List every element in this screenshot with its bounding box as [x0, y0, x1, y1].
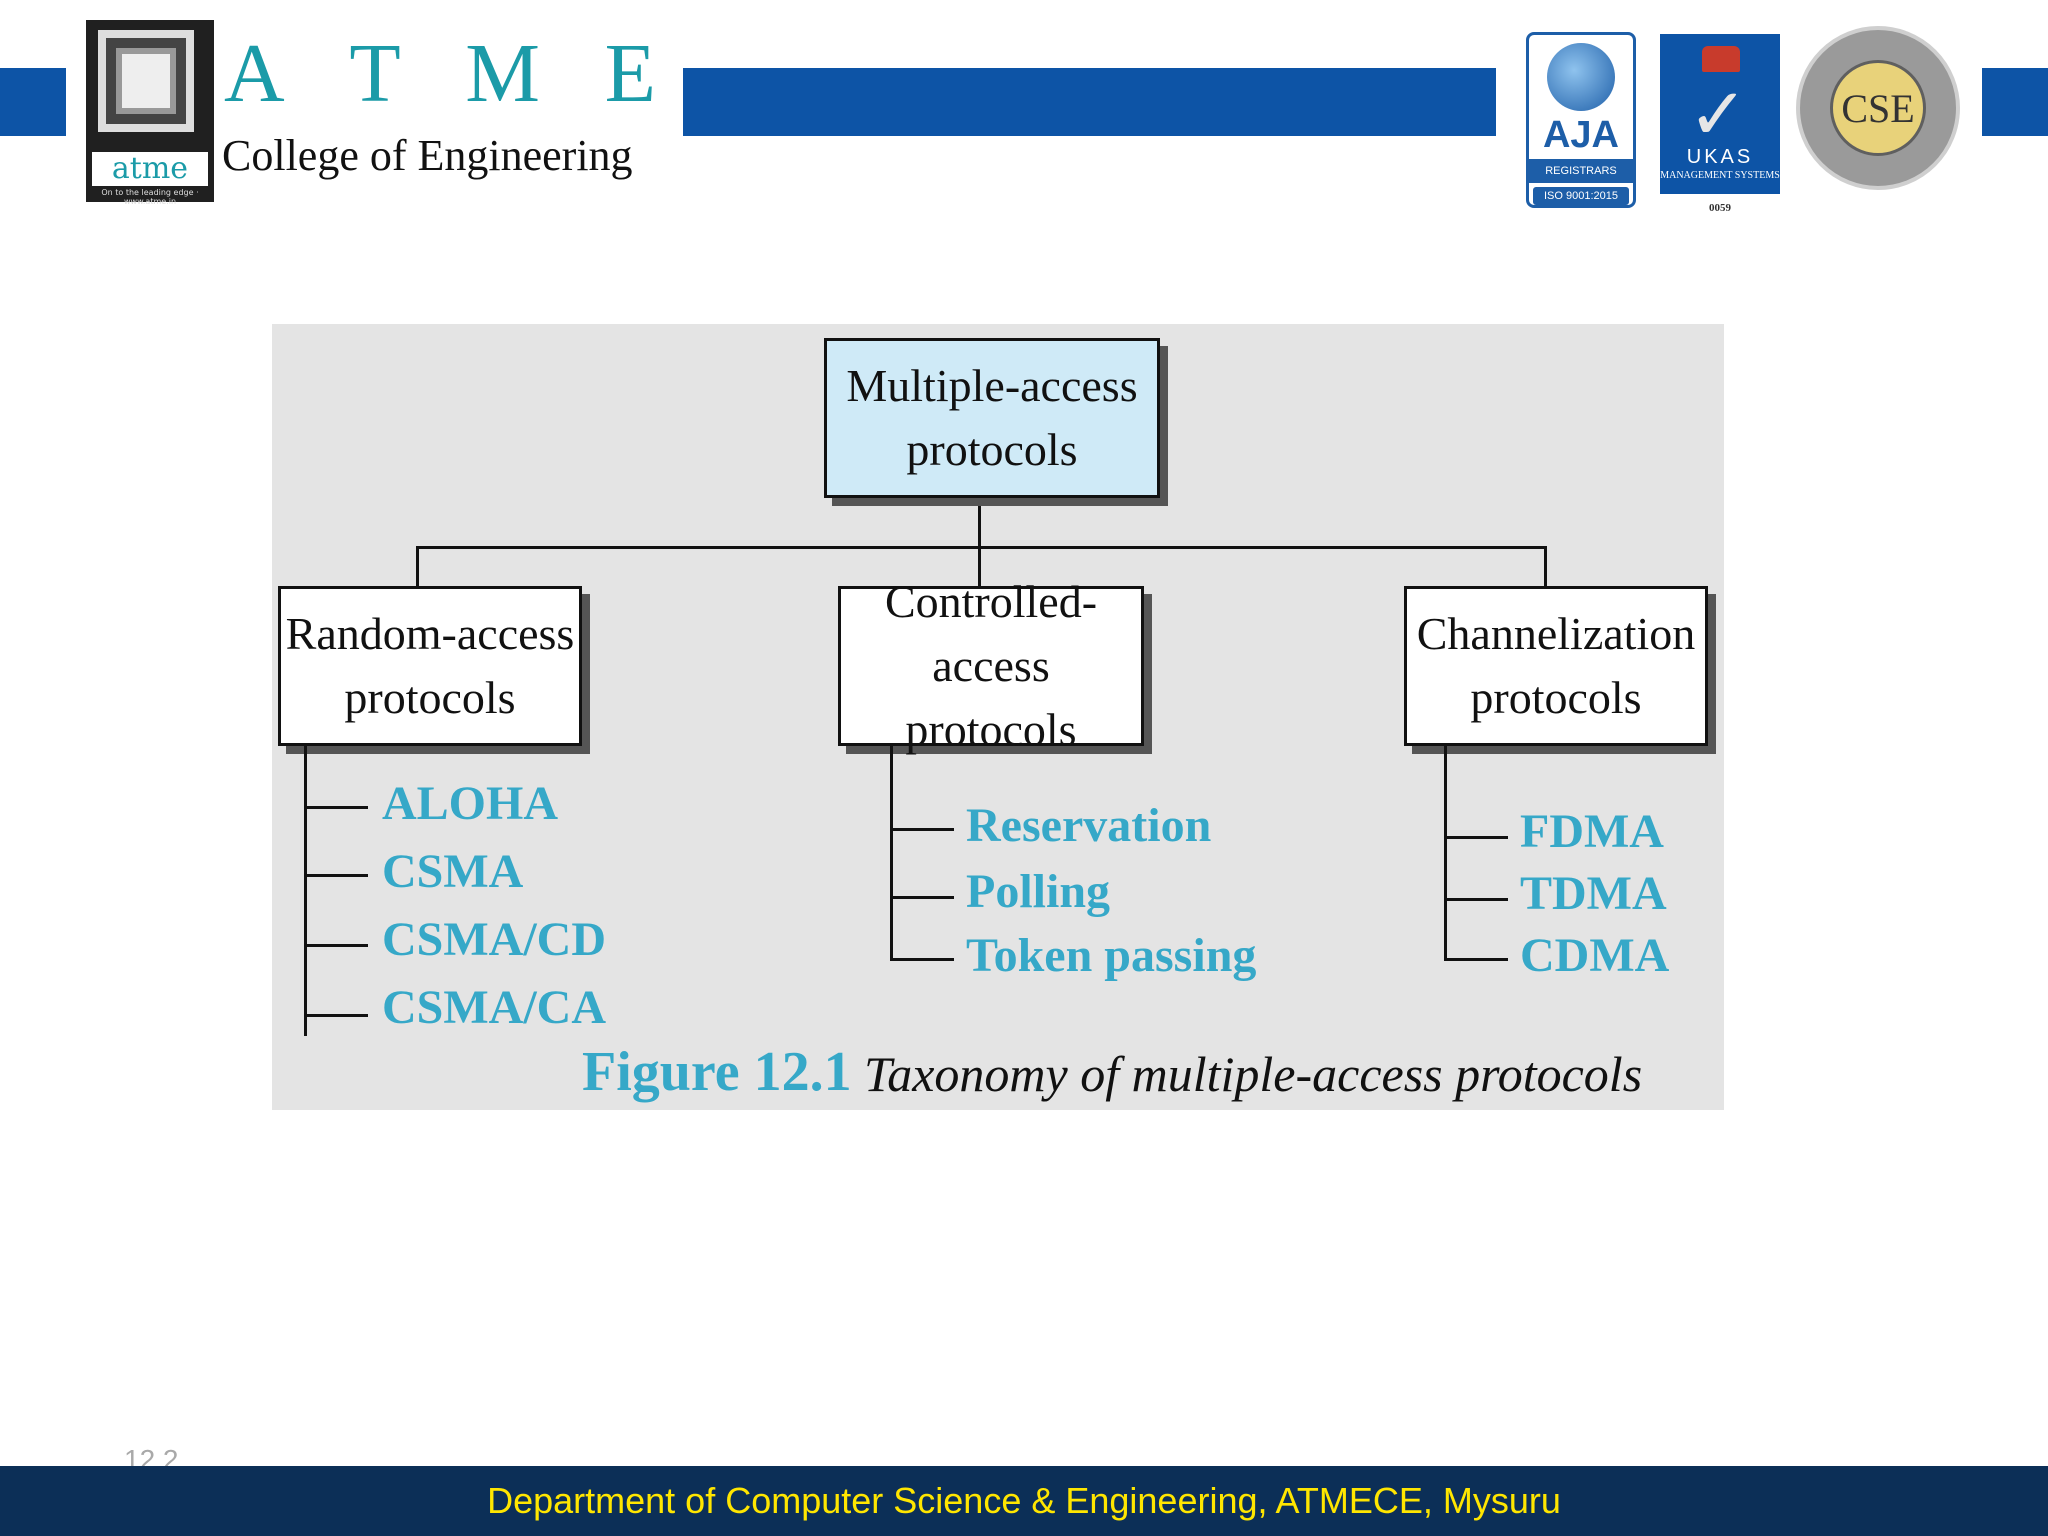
root-box: Multiple-access protocols	[824, 338, 1160, 498]
tree-branch-line	[890, 958, 954, 961]
header-bar-right	[1982, 68, 2048, 136]
protocol-leaf: CSMA/CA	[382, 981, 606, 1034]
globe-icon	[1547, 43, 1615, 111]
tree-trunk-line	[1444, 746, 1447, 960]
tree-branch-line	[304, 1014, 368, 1017]
college-letter: A	[224, 27, 285, 120]
checkmark-icon: ✓	[1688, 72, 1749, 156]
protocol-leaf: FDMA	[1520, 805, 1664, 858]
college-letter: T	[349, 27, 401, 120]
college-name-letters: A T M E	[224, 26, 656, 122]
aja-title: AJA	[1542, 114, 1620, 156]
ukas-label: UKAS	[1686, 146, 1754, 168]
category-label-line: protocols	[905, 704, 1077, 755]
category-box-controlled-access: Controlled-access protocols	[838, 576, 1144, 755]
tree-branch-line	[1444, 898, 1508, 901]
connector-line	[416, 546, 419, 588]
tree-branch-line	[890, 896, 954, 899]
atme-logo-frame-icon	[98, 30, 194, 132]
protocol-leaf: Token passing	[966, 929, 1257, 982]
category-box-random-access: Random-access protocols	[278, 586, 582, 746]
category-label-line: protocols	[1470, 672, 1642, 723]
category-label-line: Random-access	[285, 608, 575, 659]
ukas-subtitle: MANAGEMENT SYSTEMS	[1660, 170, 1780, 181]
cse-department-seal: CSE	[1796, 26, 1960, 190]
tree-branch-line	[304, 806, 368, 809]
atme-logo-word: atme	[92, 152, 208, 186]
root-label-line: Multiple-access	[846, 360, 1138, 411]
crown-icon	[1702, 46, 1740, 72]
college-letter: M	[465, 27, 540, 120]
protocol-leaf: CDMA	[1520, 929, 1670, 982]
tree-branch-line	[890, 828, 954, 831]
protocol-leaf: TDMA	[1520, 867, 1667, 920]
category-label-line: Controlled-access	[884, 576, 1098, 691]
category-box-channelization: Channelization protocols	[1404, 586, 1708, 746]
protocol-leaf: CSMA/CD	[382, 913, 606, 966]
taxonomy-diagram: Multiple-access protocols Random-access …	[272, 324, 1724, 1110]
header-bar-middle	[683, 68, 1496, 136]
tree-branch-line	[1444, 958, 1508, 961]
tree-branch-line	[304, 944, 368, 947]
header-bar-left	[0, 68, 66, 136]
category-label-line: protocols	[344, 672, 516, 723]
category-label-line: Channelization	[1416, 608, 1696, 659]
protocol-leaf: Reservation	[966, 799, 1212, 852]
footer-bar: Department of Computer Science & Enginee…	[0, 1466, 2048, 1536]
aja-iso-label: ISO 9001:2015	[1533, 187, 1629, 205]
connector-line	[978, 546, 981, 588]
cse-seal-label: CSE	[1841, 86, 1915, 131]
atme-logo: atme On to the leading edge · www.atme.i…	[86, 20, 214, 206]
aja-registrars: REGISTRARS	[1529, 159, 1633, 183]
college-subtitle: College of Engineering	[222, 131, 633, 180]
tree-trunk-line	[304, 746, 307, 1036]
connector-line	[978, 498, 981, 570]
atme-logo-tagline: On to the leading edge · www.atme.in	[101, 188, 199, 206]
figure-caption: Taxonomy of multiple-access protocols	[864, 1046, 1643, 1102]
figure-number: Figure 12.1	[582, 1041, 852, 1103]
tree-branch-line	[304, 874, 368, 877]
tree-branch-line	[1444, 836, 1508, 839]
connector-line	[1544, 546, 1547, 588]
protocol-leaf: Polling	[966, 865, 1111, 918]
college-letter: E	[604, 27, 656, 120]
protocol-leaf: ALOHA	[382, 777, 559, 830]
ukas-number: 0059	[1709, 202, 1731, 214]
aja-certification-badge: AJA REGISTRARS ISO 9001:2015	[1526, 32, 1636, 208]
root-label-line: protocols	[906, 424, 1078, 475]
tree-trunk-line	[890, 746, 893, 960]
cse-seal-center: CSE	[1830, 60, 1926, 156]
protocol-leaf: CSMA	[382, 845, 524, 898]
connector-line	[416, 546, 1546, 549]
footer-text: Department of Computer Science & Enginee…	[487, 1480, 1561, 1521]
ukas-certification-badge: ✓ UKAS MANAGEMENT SYSTEMS	[1660, 34, 1780, 194]
